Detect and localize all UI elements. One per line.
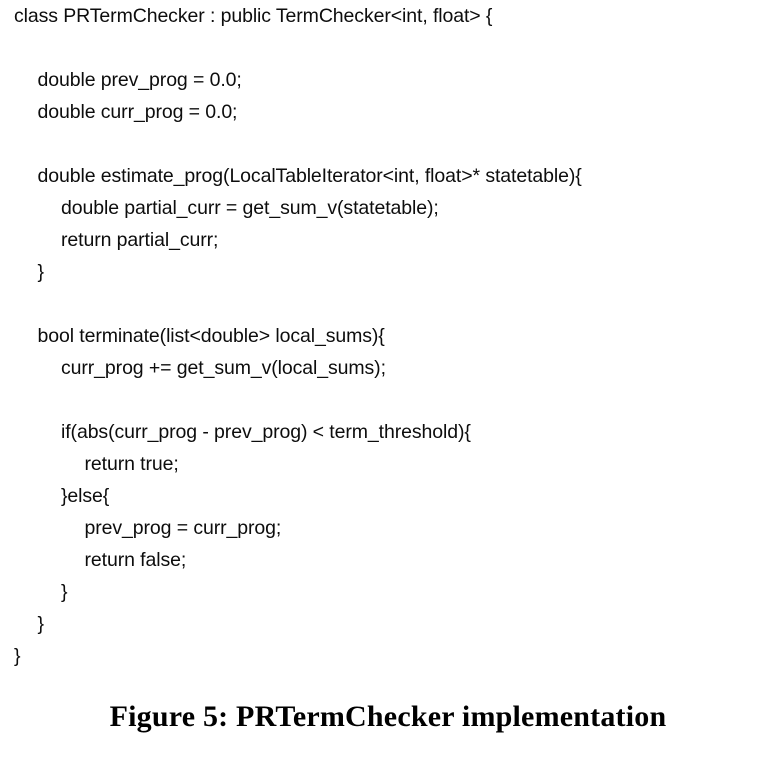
code-line: double estimate_prog(LocalTableIterator<…: [37, 165, 582, 187]
code-line: class PRTermChecker : public TermChecker…: [14, 5, 493, 27]
code-line: }: [14, 645, 21, 667]
code-line: }: [37, 261, 45, 283]
code-line: return false;: [84, 549, 187, 571]
code-line: double partial_curr = get_sum_v(statetab…: [61, 197, 439, 219]
code-line: double curr_prog = 0.0;: [37, 101, 238, 123]
code-line: }else{: [61, 485, 110, 507]
code-listing: class PRTermChecker : public TermChecker…: [0, 5, 776, 667]
code-line: }: [61, 581, 68, 603]
code-line: if(abs(curr_prog - prev_prog) < term_thr…: [61, 421, 471, 443]
code-line: return partial_curr;: [61, 229, 219, 251]
code-line-blank: [0, 128, 776, 160]
code-line-blank: [0, 32, 776, 64]
figure-caption: Figure 5: PRTermChecker implementation: [109, 700, 667, 733]
code-line: double prev_prog = 0.0;: [37, 69, 242, 91]
code-line: prev_prog = curr_prog;: [84, 517, 282, 539]
code-line: curr_prog += get_sum_v(local_sums);: [61, 357, 386, 379]
code-line: }: [37, 613, 45, 635]
code-line-blank: [0, 288, 776, 320]
code-line: return true;: [84, 453, 179, 475]
code-line: bool terminate(list<double> local_sums){: [37, 325, 385, 347]
code-line-blank: [0, 384, 776, 416]
